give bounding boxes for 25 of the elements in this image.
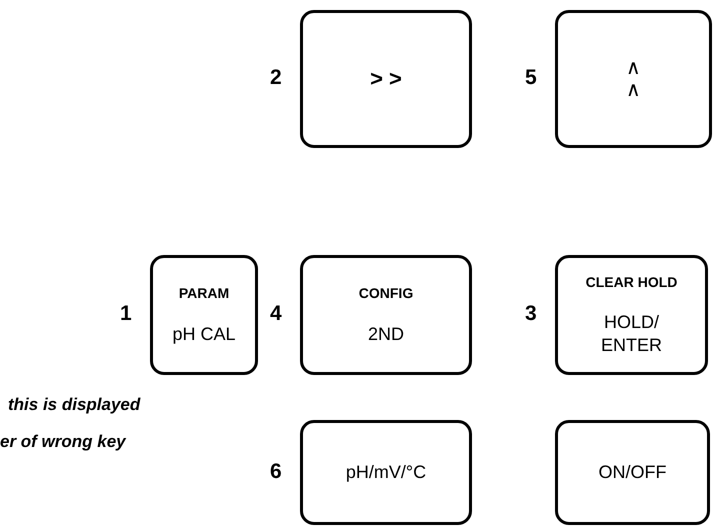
key-label: pH CAL xyxy=(172,322,236,345)
key-button xyxy=(555,420,710,525)
key-number: 1 xyxy=(120,303,132,324)
key-number: 4 xyxy=(270,303,282,324)
key-button xyxy=(150,255,258,375)
key-button xyxy=(555,10,712,148)
key-button xyxy=(300,420,472,525)
key-secondary-label: PARAM xyxy=(178,285,230,302)
key-number: 2 xyxy=(270,67,282,88)
key-button xyxy=(300,255,472,375)
key-label: > > xyxy=(370,65,402,93)
key-secondary-label: CLEAR HOLD xyxy=(586,274,678,292)
note-text: er of wrong key xyxy=(0,431,126,453)
key-label: ON/OFF xyxy=(598,461,666,484)
key-number: 6 xyxy=(270,460,282,482)
key-label: pH/mV/°C xyxy=(346,461,426,484)
key-label: 2ND xyxy=(368,322,404,345)
key-number: 3 xyxy=(525,303,537,324)
note-text: this is displayed xyxy=(8,394,140,416)
key-secondary-label: CONFIG xyxy=(358,285,414,302)
key-label: ∧ ∧ xyxy=(625,57,642,101)
key-button xyxy=(300,10,472,148)
key-label: HOLD/ ENTER xyxy=(600,311,663,356)
key-button xyxy=(555,255,708,375)
key-number: 5 xyxy=(525,67,537,88)
